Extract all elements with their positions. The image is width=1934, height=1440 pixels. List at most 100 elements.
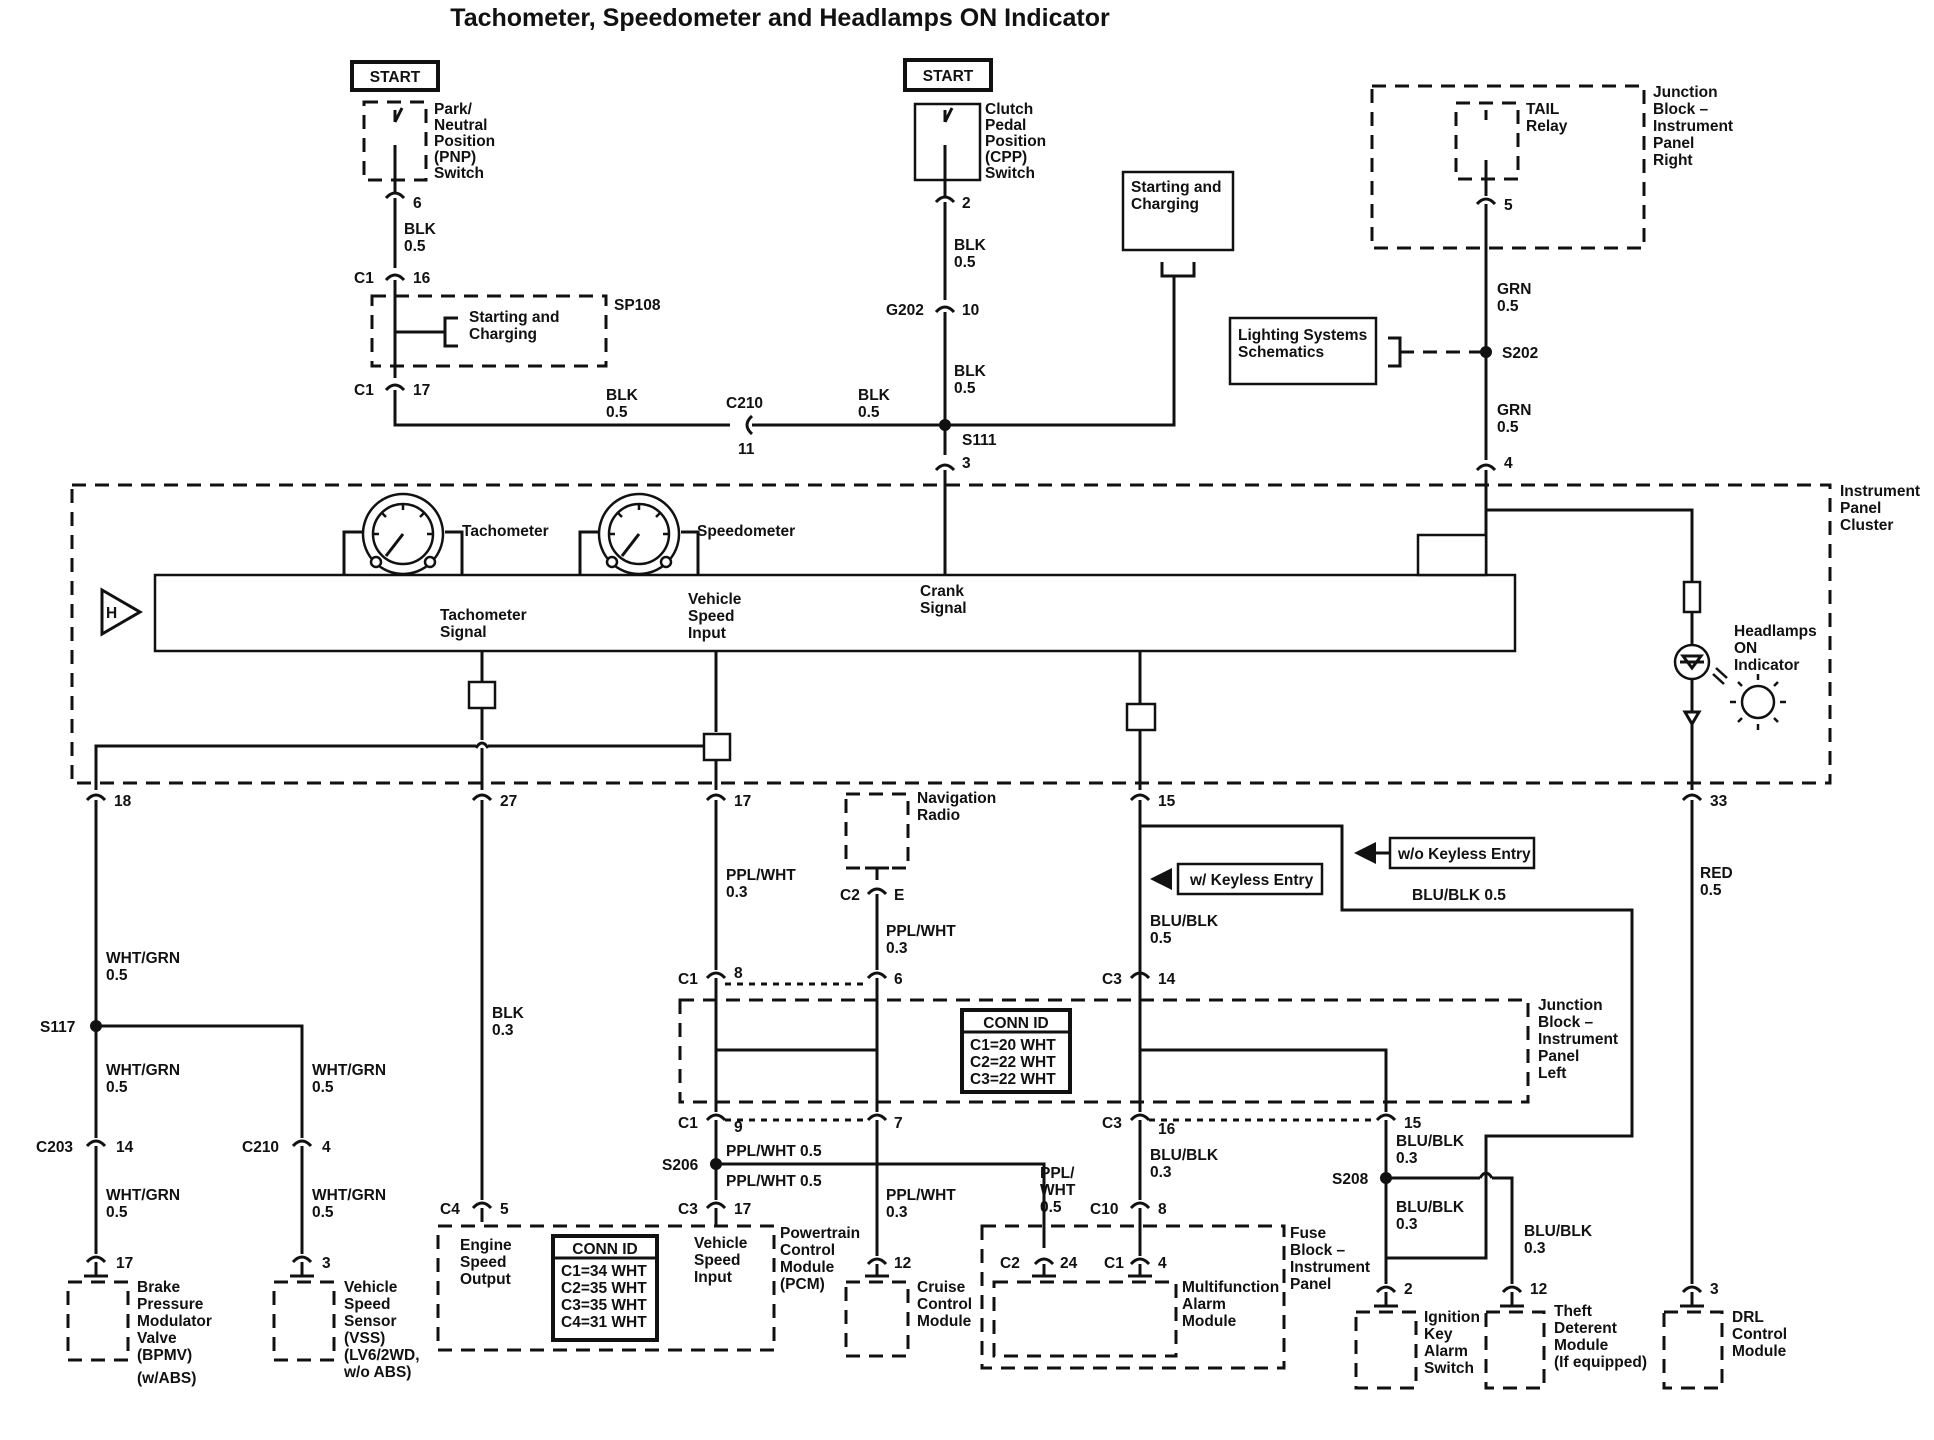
svg-text:(LV6/2WD,: (LV6/2WD, (344, 1347, 420, 1364)
svg-text:Input: Input (694, 1269, 732, 1286)
splice-s206: S206 (662, 1157, 699, 1174)
lighting-systems-schematics[interactable]: Lighting Systems Schematics (1228, 316, 1402, 386)
svg-text:Control: Control (917, 1296, 972, 1313)
conn-c210-lower: C210 (242, 1139, 279, 1156)
svg-text:BLU/BLK: BLU/BLK (1524, 1223, 1593, 1240)
svg-text:0.5: 0.5 (1497, 419, 1519, 436)
svg-text:0.3: 0.3 (1396, 1216, 1418, 1233)
svg-text:Signal: Signal (440, 624, 487, 641)
svg-text:PPL/WHT: PPL/WHT (726, 867, 796, 884)
starting-charging-block[interactable]: Starting and Charging (1121, 170, 1235, 278)
splice-s117: S117 (40, 1019, 75, 1036)
svg-text:2: 2 (1404, 1281, 1413, 1298)
svg-text:C4=31 WHT: C4=31 WHT (561, 1314, 647, 1331)
svg-text:Alarm: Alarm (1424, 1343, 1468, 1360)
fuse-block-ip[interactable]: Fuse Block – Instrument Panel C1 4 C2 24… (980, 1208, 1370, 1370)
vss-block[interactable]: Vehicle Speed Sensor (VSS) (LV6/2WD, w/o… (272, 1262, 420, 1381)
navigation-radio[interactable]: Navigation Radio (844, 790, 996, 880)
svg-text:0.3: 0.3 (1150, 1164, 1172, 1181)
splice-pack-sp108: Starting and Charging SP108 (370, 294, 661, 368)
start-badge-left: START (370, 69, 421, 86)
svg-text:Indicator: Indicator (1734, 657, 1799, 674)
pcm-block[interactable]: Engine Speed Output CONN ID C1=34 WHT C2… (436, 1224, 776, 1352)
svg-text:(VSS): (VSS) (344, 1330, 385, 1347)
splice-s208: S208 (1332, 1171, 1369, 1188)
pin-18: 18 (114, 793, 132, 810)
svg-text:C3=22 WHT: C3=22 WHT (970, 1071, 1056, 1088)
svg-text:Module: Module (917, 1313, 972, 1330)
svg-text:RED: RED (1700, 865, 1733, 882)
pin-e: E (894, 887, 904, 904)
svg-text:7: 7 (894, 1115, 903, 1132)
svg-text:Speed: Speed (694, 1252, 741, 1269)
svg-text:Charging: Charging (1131, 196, 1199, 213)
svg-text:4: 4 (1158, 1255, 1167, 1272)
pnp-switch-label-1: Park/ (434, 101, 473, 118)
diagram-title: Tachometer, Speedometer and Headlamps ON… (450, 4, 1110, 32)
svg-text:Pedal: Pedal (985, 117, 1026, 134)
svg-text:0.5: 0.5 (1040, 1199, 1062, 1216)
svg-text:24: 24 (1060, 1255, 1078, 1272)
speedometer-label: Speedometer (697, 523, 795, 540)
svg-text:0.5: 0.5 (858, 404, 880, 421)
svg-text:C1: C1 (354, 382, 374, 399)
svg-text:0.3: 0.3 (1524, 1240, 1546, 1257)
svg-text:0.5: 0.5 (954, 380, 976, 397)
drl-control-module[interactable]: DRL Control Module (1662, 1292, 1787, 1390)
speedometer-gauge: Speedometer (578, 492, 795, 576)
svg-text:w/o Keyless Entry: w/o Keyless Entry (1397, 846, 1531, 863)
svg-text:0.3: 0.3 (1396, 1150, 1418, 1167)
svg-text:CONN ID: CONN ID (572, 1241, 637, 1258)
bpmv-block[interactable]: Brake Pressure Modulator Valve (BPMV) (w… (66, 1262, 212, 1387)
instrument-panel-cluster: Instrument Panel Cluster H Tachometer (70, 470, 1920, 790)
svg-text:ON: ON (1734, 640, 1757, 657)
svg-text:BLK: BLK (492, 1005, 525, 1022)
svg-text:12: 12 (1530, 1281, 1547, 1298)
svg-text:Brake: Brake (137, 1279, 180, 1296)
svg-text:3: 3 (1710, 1281, 1719, 1298)
svg-text:GRN: GRN (1497, 402, 1531, 419)
svg-text:Fuse: Fuse (1290, 1225, 1327, 1242)
pin-17: 17 (734, 793, 751, 810)
svg-text:C2: C2 (1000, 1255, 1020, 1272)
svg-text:WHT/GRN: WHT/GRN (312, 1062, 386, 1079)
svg-text:15: 15 (1404, 1115, 1422, 1132)
svg-text:WHT/GRN: WHT/GRN (106, 1062, 180, 1079)
pin-5: 5 (1504, 197, 1513, 214)
svg-text:0.5: 0.5 (312, 1204, 334, 1221)
svg-text:C2=35 WHT: C2=35 WHT (561, 1280, 647, 1297)
svg-text:Panel: Panel (1290, 1276, 1331, 1293)
junction-block-ip-right[interactable]: TAIL Relay Junction Block – Instrument P… (1370, 84, 1733, 250)
svg-text:16: 16 (1158, 1121, 1176, 1138)
svg-text:WHT/GRN: WHT/GRN (106, 1187, 180, 1204)
svg-text:Clutch: Clutch (985, 101, 1033, 118)
svg-text:0.5: 0.5 (606, 404, 628, 421)
svg-text:Module: Module (780, 1259, 835, 1276)
svg-text:PPL/WHT 0.5: PPL/WHT 0.5 (726, 1143, 822, 1160)
svg-text:Tachometer: Tachometer (440, 607, 527, 624)
theft-deterrent-module[interactable]: Theft Deterent Module (If equipped) (1484, 1292, 1647, 1390)
svg-text:0.3: 0.3 (492, 1022, 514, 1039)
pin-2: 2 (962, 195, 971, 212)
svg-text:0.5: 0.5 (106, 1079, 128, 1096)
svg-text:3: 3 (962, 455, 971, 472)
svg-text:12: 12 (894, 1255, 911, 1272)
svg-text:Position: Position (434, 133, 495, 150)
cruise-control-module[interactable]: Cruise Control Module (844, 1264, 972, 1358)
svg-text:Switch: Switch (985, 165, 1035, 182)
svg-text:6: 6 (894, 971, 903, 988)
svg-text:C3: C3 (1102, 1115, 1122, 1132)
svg-text:Theft: Theft (1554, 1303, 1592, 1320)
svg-text:Multifunction: Multifunction (1182, 1279, 1279, 1296)
svg-text:Starting and: Starting and (469, 309, 559, 326)
svg-text:Vehicle: Vehicle (344, 1279, 398, 1296)
svg-text:Navigation: Navigation (917, 790, 996, 807)
svg-text:9: 9 (734, 1119, 743, 1136)
ignition-key-alarm-switch[interactable]: Ignition Key Alarm Switch (1354, 1292, 1480, 1390)
svg-text:Instrument: Instrument (1538, 1031, 1618, 1048)
cpp-switch[interactable]: START Clutch Pedal Position (CPP) Switch (903, 58, 1046, 182)
junction-block-ip-left[interactable]: Junction Block – Instrument Panel Left C… (678, 997, 1618, 1104)
pnp-switch[interactable]: START Park/ Neutral Position (PNP) Switc… (350, 60, 495, 182)
svg-text:BLU/BLK: BLU/BLK (1150, 1147, 1219, 1164)
